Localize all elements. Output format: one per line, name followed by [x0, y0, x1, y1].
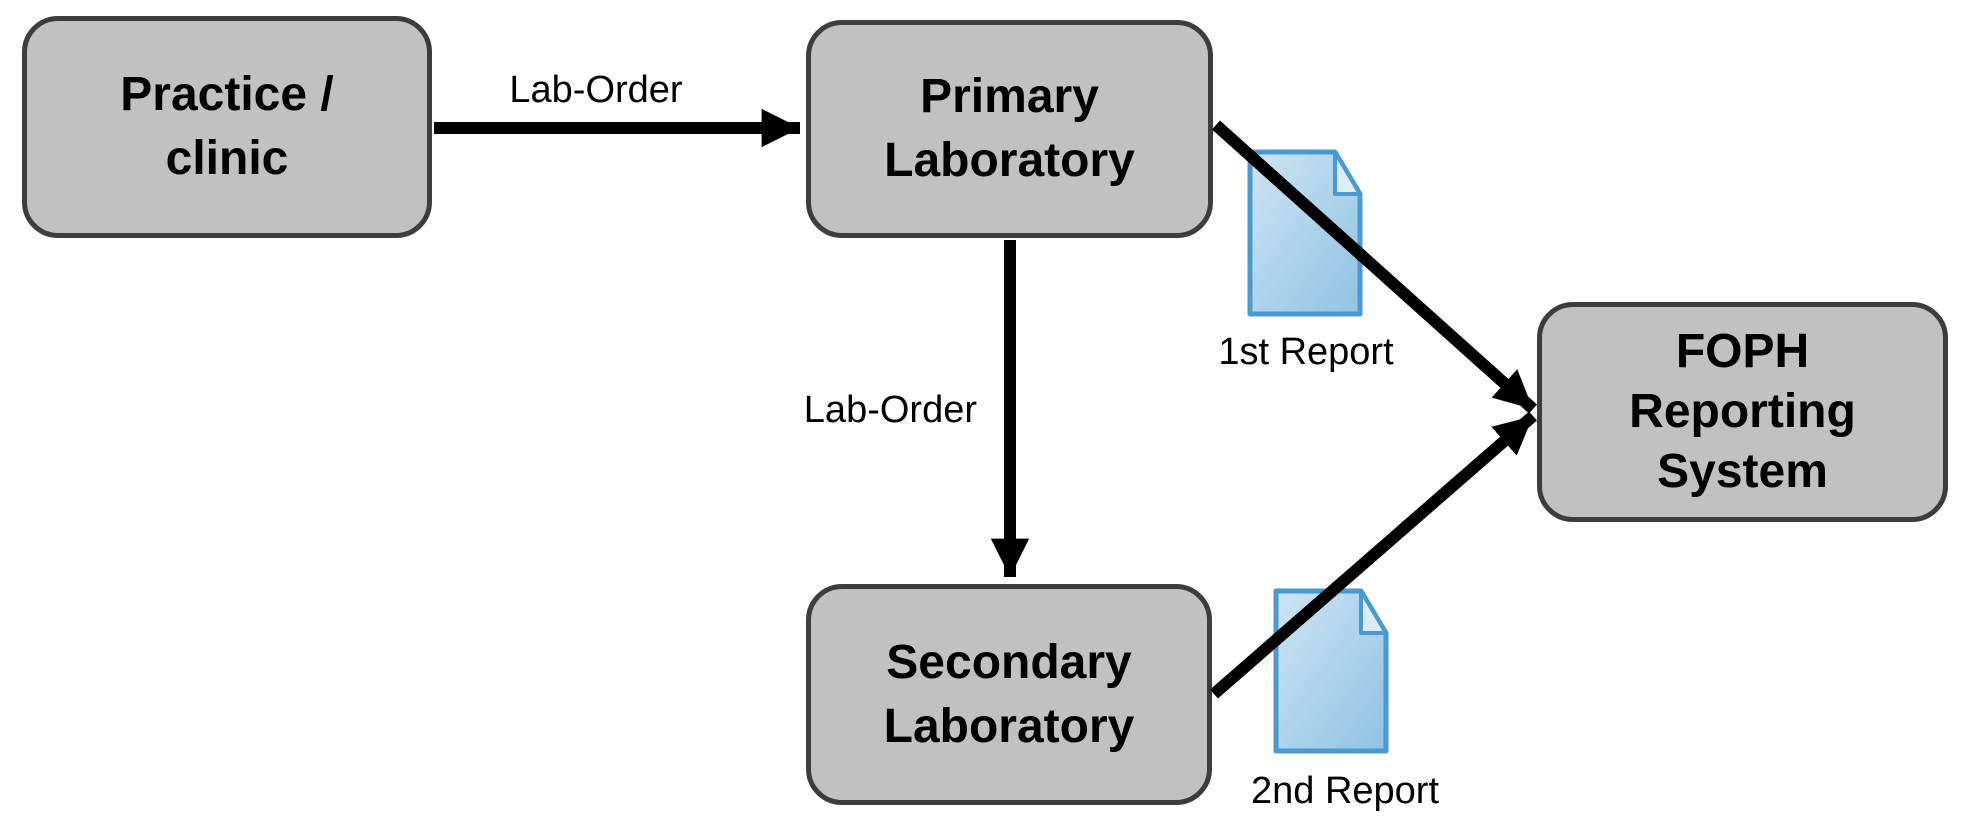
node-secondary-laboratory: Secondary Laboratory — [806, 584, 1212, 805]
node-label-line: FOPH — [1675, 325, 1810, 378]
edge-label-lab-order-vertical: Lab-Order — [803, 389, 977, 431]
edge-label-lab-order-horizontal: Lab-Order — [509, 69, 683, 111]
edge-label-first-report: 1st Report — [1218, 331, 1394, 373]
node-label-line: System — [1657, 445, 1828, 498]
document-fold-corner — [1359, 589, 1388, 635]
node-label-line: Practice / — [120, 68, 334, 121]
node-primary-laboratory: Primary Laboratory — [806, 20, 1213, 238]
edge-label-second-report: 2nd Report — [1250, 770, 1439, 812]
node-label-line: Laboratory — [883, 699, 1135, 753]
node-label-line: clinic — [165, 132, 289, 185]
node-label-line: Laboratory — [884, 134, 1135, 187]
document-fold-corner — [1333, 150, 1362, 196]
node-label-line: Reporting — [1629, 385, 1856, 438]
node-practice-clinic: Practice / clinic — [22, 16, 432, 238]
node-label-line: Secondary — [886, 635, 1132, 689]
document-icon — [1247, 149, 1363, 317]
node-label-line: Primary — [920, 70, 1099, 123]
node-foph-reporting-system: FOPH Reporting System — [1537, 302, 1948, 522]
document-icon — [1273, 588, 1389, 754]
